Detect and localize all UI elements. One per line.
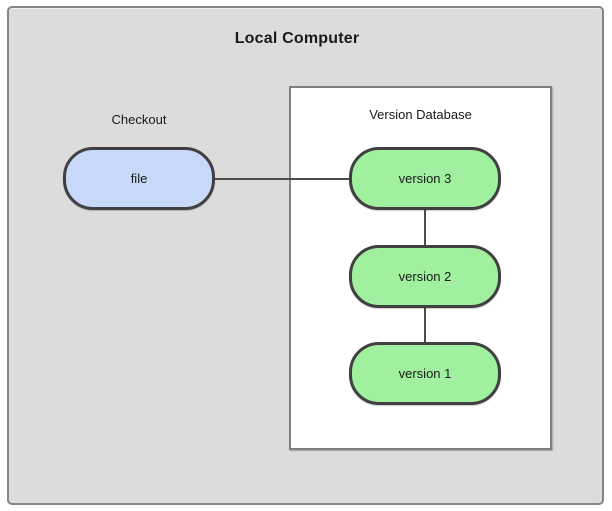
- version-database-label: Version Database: [369, 107, 472, 122]
- version2-node: version 2: [349, 245, 501, 308]
- connector-version2-to-version1: [424, 307, 426, 343]
- file-node: file: [63, 147, 215, 210]
- connector-file-to-version3: [214, 178, 350, 180]
- version1-node-label: version 1: [398, 366, 452, 381]
- checkout-label: Checkout: [111, 112, 167, 127]
- version3-node-label: version 3: [398, 171, 452, 186]
- version2-node-label: version 2: [398, 269, 452, 284]
- file-node-label: file: [130, 171, 148, 186]
- connector-version3-to-version2: [424, 209, 426, 246]
- version1-node: version 1: [349, 342, 501, 405]
- version3-node: version 3: [349, 147, 501, 210]
- diagram-title: Local Computer: [234, 30, 360, 47]
